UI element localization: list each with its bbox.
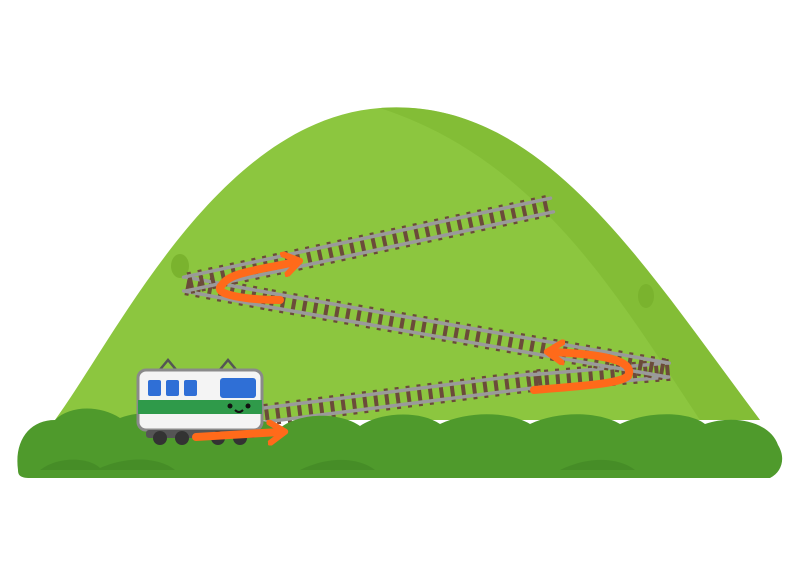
route-arrows	[192, 262, 633, 437]
u-turn-arrow-icon	[530, 352, 633, 394]
mountain	[55, 107, 760, 421]
bushes	[17, 408, 783, 478]
train-icon	[136, 358, 264, 445]
train-front-window	[220, 378, 256, 398]
track-rail	[527, 361, 670, 377]
track-rail	[267, 305, 669, 379]
track-rail	[181, 196, 553, 279]
track-rail	[181, 289, 271, 309]
mountain-bump	[638, 284, 654, 308]
train-window	[184, 380, 197, 396]
mountain-bump	[171, 254, 189, 278]
train-window	[148, 380, 161, 396]
track-rail	[269, 291, 671, 365]
train-window	[166, 380, 179, 396]
mountain-shade	[380, 107, 760, 421]
direction-arrow-icon	[192, 432, 280, 437]
track-rail	[184, 210, 556, 293]
u-turn-arrow-icon	[215, 262, 295, 304]
